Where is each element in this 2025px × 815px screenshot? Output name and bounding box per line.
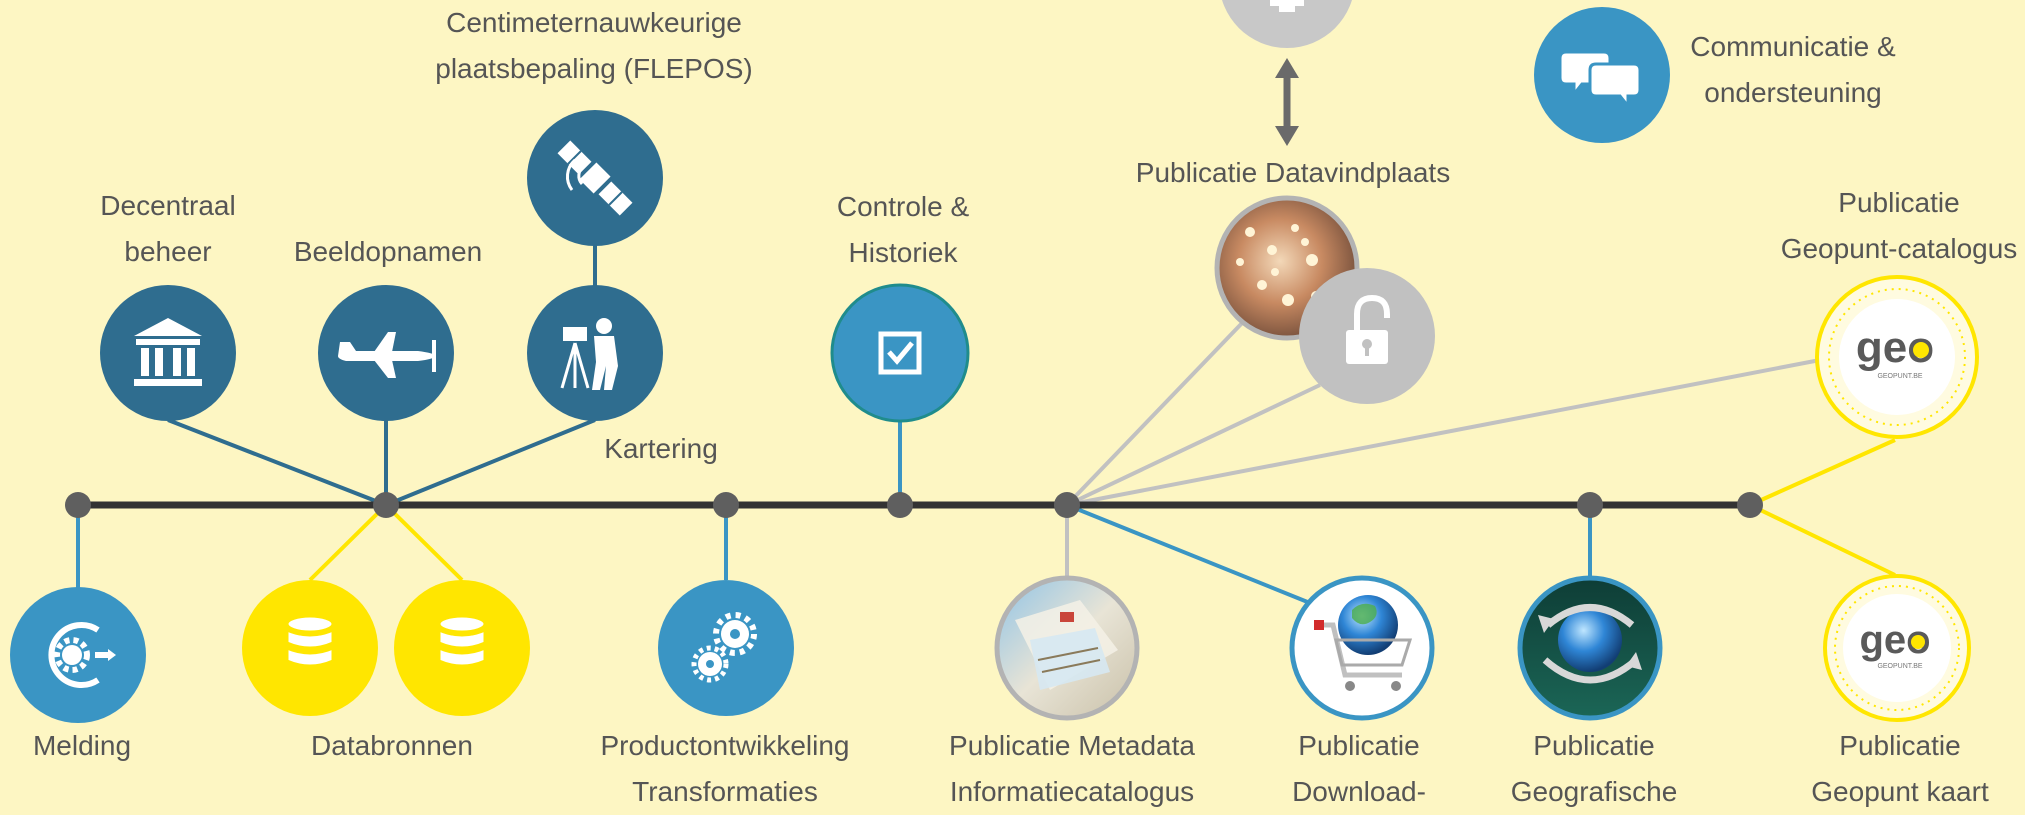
label-download: Publicatie Download-	[1292, 730, 1426, 807]
databron-node-left	[242, 580, 378, 716]
database-icon	[437, 614, 487, 668]
timeline-node	[373, 492, 399, 518]
timeline-node	[1577, 492, 1603, 518]
label-datavindplaats: Publicatie Datavindplaats	[1135, 157, 1451, 188]
download-node	[1289, 575, 1435, 721]
monitor-icon	[1270, 0, 1304, 12]
connector-lines	[76, 135, 1896, 605]
timeline-nodes	[65, 492, 1763, 518]
label-geopunt-catalogus: Publicatie Geopunt-catalogus	[1780, 187, 2018, 264]
label-flepos: Centimeternauwkeurige plaatsbepaling (FL…	[435, 7, 753, 84]
label-kartering: Kartering	[604, 433, 718, 464]
productontwikkeling-node	[658, 580, 794, 716]
cart-globe-icon	[1314, 595, 1413, 691]
geo-logo-sub: GEOPUNT.BE	[1877, 663, 1922, 670]
label-databronnen: Databronnen	[311, 730, 473, 761]
satellite-icon	[557, 140, 633, 216]
timeline-node	[1054, 492, 1080, 518]
checkbox-icon	[878, 331, 922, 375]
decentraal-node	[100, 285, 236, 421]
maps-icon	[1015, 600, 1118, 690]
databron-node-right	[394, 580, 530, 716]
plane-icon	[338, 332, 436, 378]
label-controle: Controle & Historiek	[836, 191, 970, 268]
monitor-node	[1222, 0, 1352, 48]
metadata-node	[994, 575, 1140, 721]
label-productontwikkeling: Productontwikkeling Transformaties	[600, 730, 850, 807]
flepos-node	[527, 110, 663, 246]
globe-arrows-icon	[1538, 604, 1642, 684]
surveyor-icon	[560, 318, 618, 390]
label-metadata: Publicatie Metadata Informatiecatalogus	[949, 730, 1195, 807]
geo-logo-sub: GEOPUNT.BE	[1877, 373, 1922, 380]
unlock-icon	[1346, 294, 1390, 364]
timeline-node	[887, 492, 913, 518]
cycle-icon	[48, 622, 116, 688]
double-arrow-icon	[1275, 58, 1299, 146]
label-decentraal: Decentraal beheer	[100, 190, 236, 267]
label-beeldopnamen: Beeldopnamen	[293, 236, 483, 267]
timeline-node	[65, 492, 91, 518]
kartering-node	[527, 285, 663, 421]
controle-node	[830, 283, 970, 423]
database-icon	[285, 614, 335, 668]
lightbulbs-icon	[1236, 224, 1321, 306]
geopunt-kaart-node: geo GEOPUNT.BE	[1823, 574, 1971, 722]
label-communicatie: Communicatie & ondersteuning	[1690, 31, 1896, 108]
label-melding: Melding	[32, 730, 132, 761]
beeldopnamen-node	[318, 285, 454, 421]
geopunt-catalogus-node: geo GEOPUNT.BE	[1815, 275, 1979, 439]
communicatie-node	[1534, 7, 1670, 143]
gears-icon	[691, 612, 757, 683]
timeline-node	[1737, 492, 1763, 518]
building-icon	[134, 318, 202, 386]
chat-icon	[1558, 50, 1642, 111]
unlock-node	[1299, 268, 1435, 404]
melding-node	[10, 587, 146, 723]
geografische-node	[1517, 575, 1663, 721]
label-geopunt-kaart: Publicatie Geopunt kaart	[1811, 730, 1989, 807]
label-geografische: Publicatie Geografische	[1510, 730, 1678, 807]
timeline-node	[713, 492, 739, 518]
